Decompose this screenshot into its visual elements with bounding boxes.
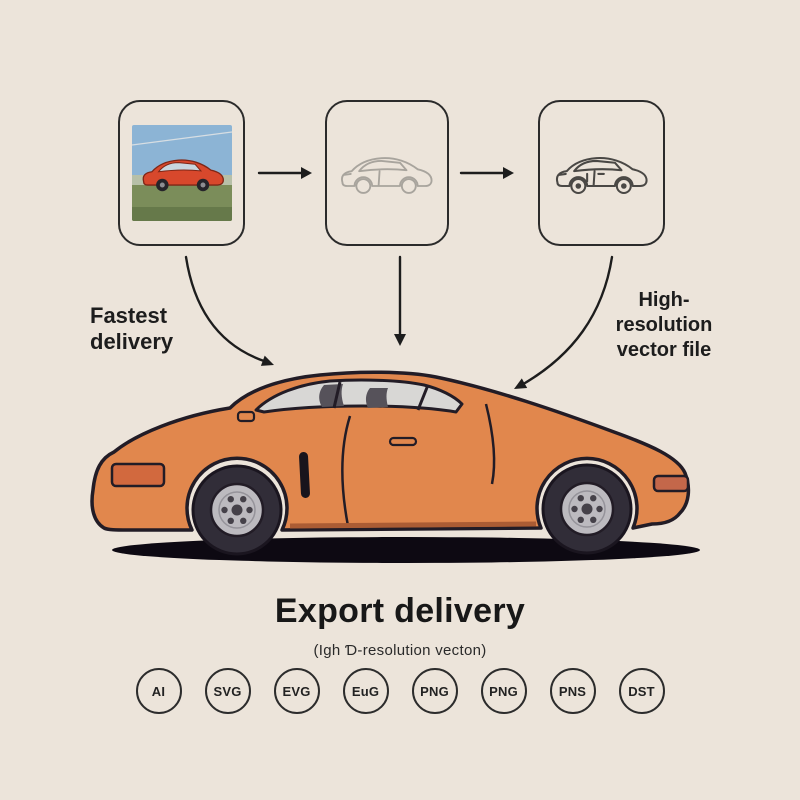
car-rear-wheel — [541, 463, 633, 555]
car-a-pillar — [332, 381, 342, 409]
format-badge-pns: PNS — [549, 668, 596, 714]
badge-label: PNG — [489, 683, 518, 699]
photo-ground-shade — [131, 207, 232, 221]
photo-scene — [131, 125, 232, 221]
label-line: delivery — [90, 328, 174, 354]
car-outline-sketch — [341, 157, 433, 194]
format-badges-row: AI SVG EVG EuG PNG PNG PNS DST — [0, 668, 800, 714]
car-door-seam — [340, 415, 352, 527]
label-line: resolution — [615, 314, 713, 336]
badge-label: EuG — [351, 683, 380, 699]
car-seat — [365, 388, 388, 408]
badge-label: AI — [151, 683, 166, 699]
label-fastest-delivery: Fastest delivery — [90, 303, 173, 355]
label-high-resolution: High- resolution vector file — [604, 288, 724, 363]
car-tail-light — [652, 474, 690, 493]
step-box-original-photo — [118, 100, 245, 246]
step-box-outline-sketch — [325, 100, 449, 246]
label-line: Fastest — [90, 303, 168, 328]
badge-label: PNG — [420, 683, 449, 699]
car-seat — [319, 384, 344, 407]
car-rear-seam — [484, 403, 496, 485]
caption-subtitle: (Igh Ɗ-resolution vecton) — [313, 642, 487, 659]
step-box-vector-drawing — [538, 100, 665, 246]
car-glass — [254, 378, 464, 414]
badge-label: DST — [628, 683, 655, 699]
car-front-light — [110, 462, 166, 488]
curved-down-arrow-icon — [184, 255, 266, 363]
car-vector-drawing — [555, 157, 648, 194]
label-line: High- — [638, 289, 690, 311]
vector-car-illustration — [88, 352, 712, 572]
badge-label: SVG — [213, 683, 242, 699]
car-svg — [90, 370, 700, 563]
car-mirror — [236, 410, 256, 423]
format-badge-dst: DST — [618, 668, 665, 714]
car-side-vent — [299, 451, 310, 498]
car-door-handle — [388, 436, 418, 447]
photo-wire — [131, 131, 232, 146]
format-badge-ai: AI — [135, 668, 182, 714]
format-badge-png-2: PNG — [480, 668, 527, 714]
car-b-pillar — [416, 384, 430, 411]
format-badge-evg: EVG — [273, 668, 320, 714]
photo-red-car — [142, 159, 224, 192]
format-badge-eug: EuG — [342, 668, 389, 714]
car-front-wheel — [191, 464, 283, 556]
badge-label: PNS — [558, 683, 587, 699]
caption-title: Export delivery — [274, 592, 526, 630]
caption-block: Export delivery (Igh Ɗ-resolution vecton… — [0, 592, 800, 659]
original-photo-thumbnail — [131, 125, 232, 221]
label-line: vector file — [616, 339, 712, 361]
badge-label: EVG — [282, 683, 311, 699]
format-badge-png-1: PNG — [411, 668, 458, 714]
format-badge-svg: SVG — [204, 668, 251, 714]
car-rocker-shade — [289, 521, 537, 529]
